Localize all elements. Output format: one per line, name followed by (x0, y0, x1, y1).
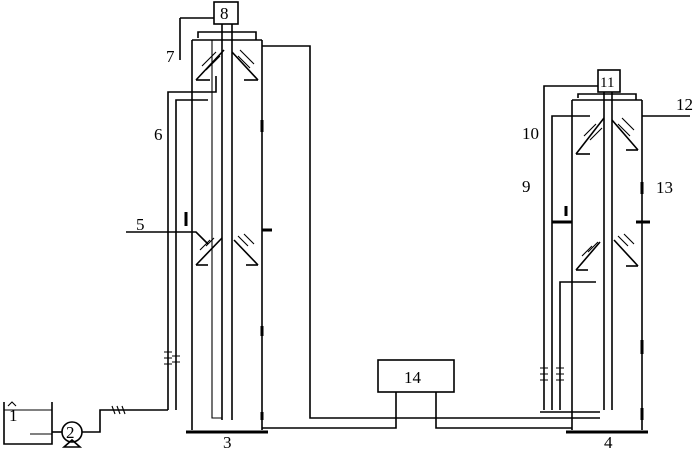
label-14: 14 (404, 368, 422, 387)
feed-tank (3, 401, 53, 445)
overflow-line-left (262, 45, 600, 419)
stirrer-motor-left (179, 1, 239, 60)
label-5: 5 (136, 215, 145, 234)
connection-line-a (262, 392, 397, 429)
label-9: 9 (522, 177, 531, 196)
label-12: 12 (676, 95, 693, 114)
label-10: 10 (522, 124, 539, 143)
label-3: 3 (223, 433, 232, 452)
feed-pump (52, 405, 168, 448)
feed-line-5 (126, 231, 209, 245)
label-1: 1 (9, 406, 18, 425)
label-4: 4 (604, 433, 613, 452)
label-8: 8 (220, 4, 229, 23)
connection-line-b (435, 392, 572, 429)
label-6: 6 (154, 125, 163, 144)
reactor-column-left (184, 22, 272, 434)
recirculation-line-left (164, 76, 217, 410)
recirculation-line-right (540, 85, 600, 413)
label-2: 2 (66, 423, 75, 442)
unit-14 (377, 359, 455, 393)
label-7: 7 (166, 47, 175, 66)
label-13: 13 (656, 178, 673, 197)
stirrer-motor-right (597, 69, 621, 93)
reactor-column-right (552, 92, 650, 434)
label-11: 11 (600, 75, 614, 91)
